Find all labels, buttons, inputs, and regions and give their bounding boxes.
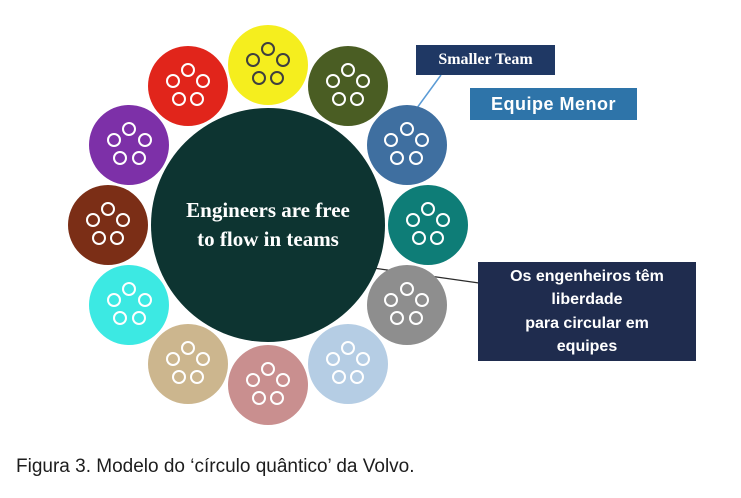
team-yellow bbox=[228, 25, 308, 105]
member-ring bbox=[270, 70, 285, 85]
member-ring bbox=[251, 70, 266, 85]
member-ring bbox=[341, 63, 355, 78]
member-ring bbox=[196, 351, 211, 366]
member-ring bbox=[181, 63, 195, 78]
member-ring bbox=[245, 53, 260, 68]
team-olive bbox=[308, 46, 388, 127]
member-ring bbox=[390, 310, 405, 325]
team-gray bbox=[366, 265, 447, 345]
member-ring bbox=[113, 310, 128, 325]
member-ring bbox=[384, 133, 399, 148]
member-ring bbox=[165, 74, 180, 89]
member-ring bbox=[245, 373, 260, 388]
member-ring bbox=[122, 122, 137, 136]
member-ring bbox=[165, 351, 180, 366]
member-ring bbox=[414, 133, 429, 148]
smaller-team-label: Smaller Team bbox=[416, 45, 555, 75]
member-ring bbox=[101, 202, 115, 216]
engineers-note-line2: liberdade bbox=[551, 291, 623, 309]
member-ring bbox=[113, 150, 128, 165]
member-ring bbox=[350, 92, 365, 107]
member-ring bbox=[436, 213, 451, 228]
member-ring bbox=[276, 53, 291, 68]
engineers-note-label: Os engenheiros têm liberdade para circul… bbox=[478, 262, 696, 361]
member-ring bbox=[181, 340, 195, 355]
member-ring bbox=[251, 390, 266, 405]
member-ring bbox=[107, 293, 122, 308]
central-text-line1: Engineers are free bbox=[186, 197, 350, 222]
team-light-blue bbox=[308, 323, 388, 404]
central-circle: Engineers are free to flow in teams bbox=[151, 108, 385, 342]
member-ring bbox=[408, 310, 423, 325]
member-ring bbox=[261, 42, 275, 56]
member-ring bbox=[399, 122, 414, 136]
member-ring bbox=[405, 213, 420, 228]
equipe-menor-label: Equipe Menor bbox=[470, 88, 637, 120]
member-ring bbox=[196, 74, 211, 89]
member-ring bbox=[325, 351, 340, 366]
member-ring bbox=[171, 92, 186, 107]
team-brown bbox=[68, 185, 148, 265]
team-teal bbox=[388, 185, 468, 265]
central-circle-text: Engineers are free to flow in teams bbox=[186, 196, 350, 255]
member-ring bbox=[122, 282, 137, 296]
member-ring bbox=[110, 230, 125, 245]
member-ring bbox=[190, 92, 205, 107]
member-ring bbox=[331, 369, 346, 384]
member-ring bbox=[356, 351, 371, 366]
central-text-line2: to flow in teams bbox=[197, 227, 339, 251]
figure-caption: Figura 3. Modelo do ‘círculo quântico’ d… bbox=[16, 456, 415, 477]
member-ring bbox=[341, 340, 355, 355]
member-ring bbox=[411, 230, 426, 245]
engineers-note-line1: Os engenheiros têm bbox=[510, 268, 664, 286]
team-steel-blue bbox=[366, 105, 447, 185]
member-ring bbox=[390, 150, 405, 165]
member-ring bbox=[276, 373, 291, 388]
member-ring bbox=[350, 369, 365, 384]
member-ring bbox=[107, 133, 122, 148]
member-ring bbox=[421, 202, 435, 216]
member-ring bbox=[408, 150, 423, 165]
member-ring bbox=[430, 230, 445, 245]
member-ring bbox=[131, 150, 146, 165]
team-tan bbox=[148, 323, 228, 404]
member-ring bbox=[137, 133, 152, 148]
engineers-note-line3: para circular em bbox=[525, 314, 649, 332]
team-rose bbox=[228, 345, 308, 425]
member-ring bbox=[91, 230, 106, 245]
member-ring bbox=[270, 390, 285, 405]
member-ring bbox=[261, 362, 275, 376]
engineers-note-line4: equipes bbox=[556, 337, 618, 355]
member-ring bbox=[399, 282, 414, 296]
member-ring bbox=[325, 74, 340, 89]
team-red bbox=[148, 46, 228, 127]
member-ring bbox=[116, 213, 131, 228]
team-cyan bbox=[89, 265, 170, 345]
member-ring bbox=[384, 293, 399, 308]
member-ring bbox=[414, 293, 429, 308]
member-ring bbox=[131, 310, 146, 325]
member-ring bbox=[171, 369, 186, 384]
member-ring bbox=[356, 74, 371, 89]
member-ring bbox=[137, 293, 152, 308]
team-purple bbox=[89, 105, 170, 185]
member-ring bbox=[331, 92, 346, 107]
member-ring bbox=[190, 369, 205, 384]
member-ring bbox=[85, 213, 100, 228]
